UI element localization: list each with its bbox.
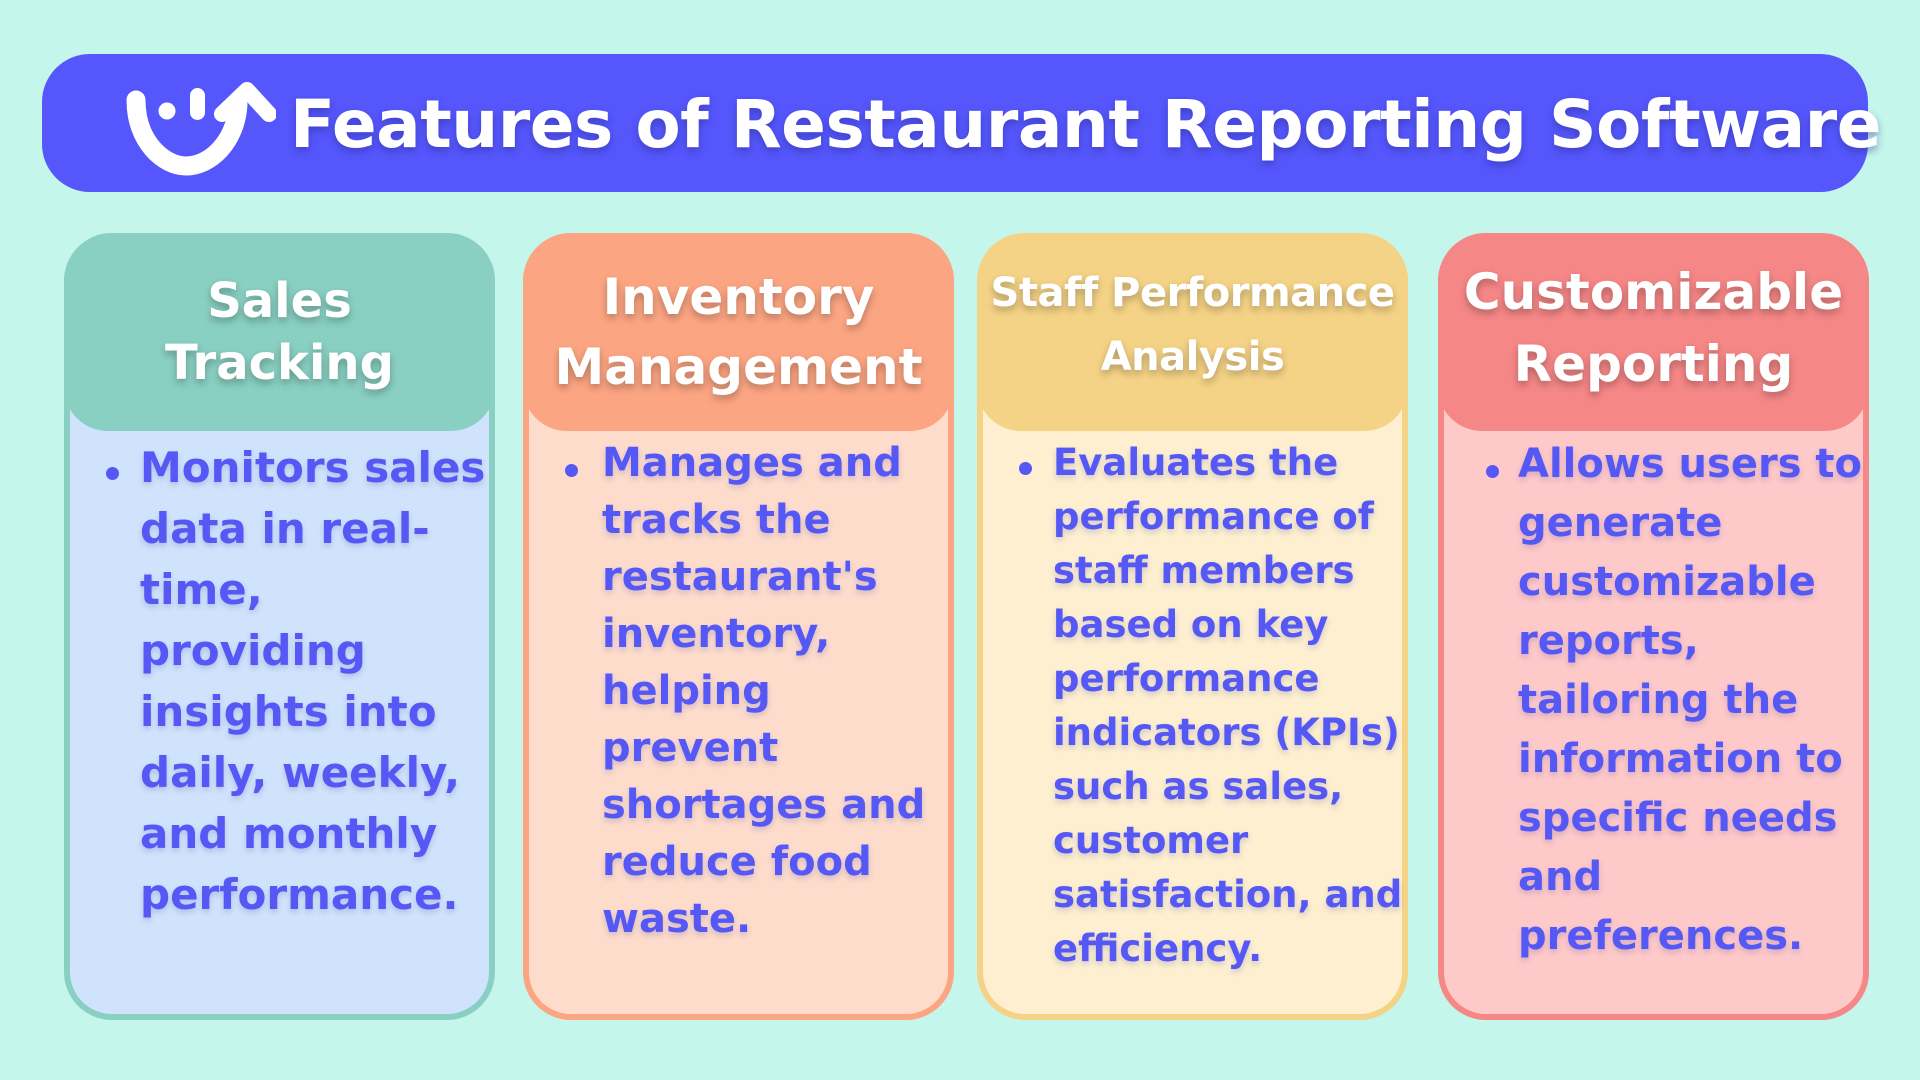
card-title-line: Management [554,338,923,396]
bullet-text: Manages and tracks the restaurant's inve… [602,440,926,942]
card-title-line: Tracking [165,335,394,391]
feature-card-inventory-management: Inventory Management Manages and tracks … [523,233,954,1020]
page-title: Features of Restaurant Reporting Softwar… [290,86,1881,163]
feature-card-staff-performance: Staff Performance Analysis Evaluates the… [977,233,1408,1020]
feature-card-customizable-reporting: Customizable Reporting Allows users to g… [1438,233,1869,1020]
bullet-icon [1486,465,1499,478]
smile-arrow-logo-icon [126,82,276,176]
card-title-line: Inventory [602,268,875,326]
card-title-line: Staff Performance [990,270,1395,316]
feature-card-sales-tracking: Sales Tracking Monitors sales data in re… [64,233,495,1020]
bullet-icon [1019,462,1032,475]
card-title-line: Reporting [1513,335,1794,393]
card-header: Inventory Management [523,233,954,431]
bullet-text: Evaluates the performance of staff membe… [1053,441,1403,970]
card-header: Customizable Reporting [1438,233,1869,431]
bullet-text: Monitors sales data in real- time, provi… [140,443,486,919]
title-banner [42,54,1868,192]
card-body: Evaluates the performance of staff membe… [983,431,1402,1014]
card-body: Manages and tracks the restaurant's inve… [529,431,948,1014]
card-header: Sales Tracking [64,233,495,431]
bullet-icon [565,464,578,477]
card-body: Monitors sales data in real- time, provi… [70,431,489,1014]
card-title-line: Sales [207,273,352,329]
bullet-icon [106,467,119,480]
card-title-line: Analysis [1100,334,1285,380]
card-title-line: Customizable [1463,263,1844,321]
bullet-text: Allows users to generate customizable re… [1518,441,1863,959]
card-body: Allows users to generate customizable re… [1444,431,1863,1014]
card-header: Staff Performance Analysis [977,233,1408,431]
